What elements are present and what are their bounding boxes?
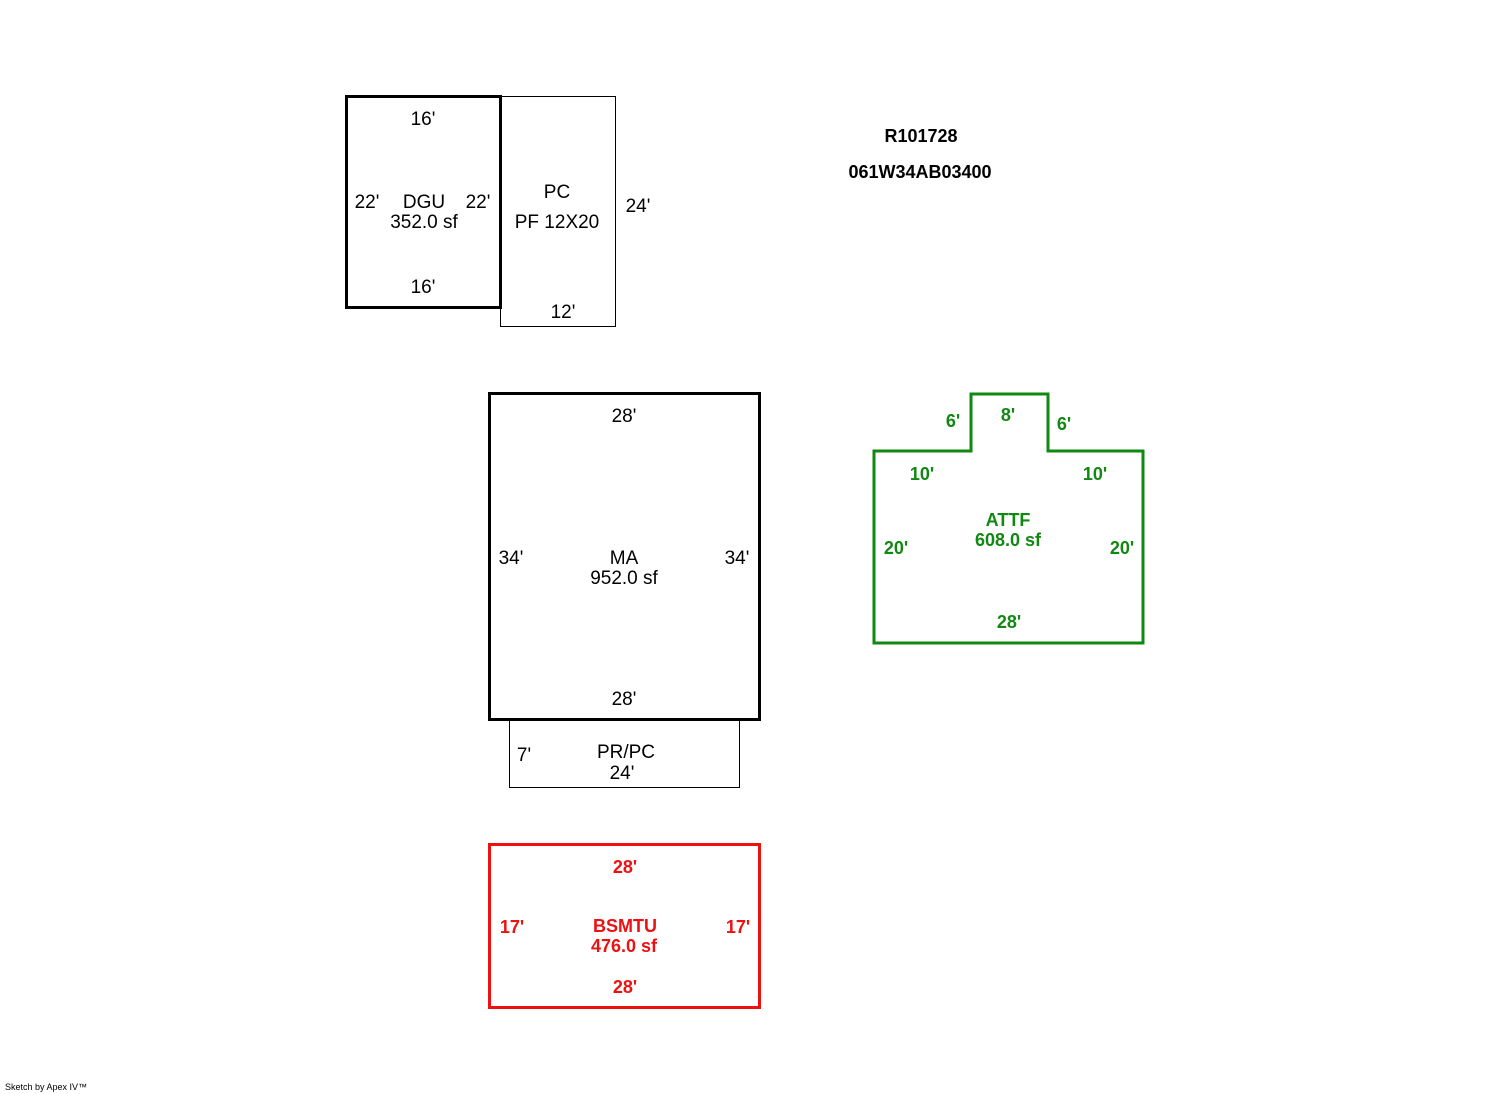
ma-top-dimension: 28' — [611, 406, 637, 427]
prpc-outline — [509, 719, 740, 788]
ma-area: 952.0 sf — [590, 568, 658, 589]
bsmtu-bottom-dimension: 28' — [612, 977, 638, 997]
parcel-id: R101728 — [884, 126, 958, 146]
ma-bottom-dimension: 28' — [611, 689, 637, 710]
ma-left-dimension: 34' — [498, 548, 524, 569]
dgu-area: 352.0 sf — [390, 212, 458, 233]
ma-code: MA — [609, 548, 639, 569]
attf-shoulder-left-dimension: 10' — [909, 464, 935, 484]
prpc-width-dimension: 24' — [609, 763, 635, 784]
attf-right-dimension: 20' — [1109, 538, 1135, 558]
dgu-bottom-dimension: 16' — [410, 277, 436, 298]
attf-area: 608.0 sf — [974, 530, 1042, 550]
pc-outline — [500, 96, 616, 327]
pc-description: PF 12X20 — [514, 212, 600, 233]
dgu-code: DGU — [402, 192, 446, 213]
bsmtu-right-dimension: 17' — [725, 917, 751, 937]
prpc-code: PR/PC — [596, 742, 656, 763]
dgu-top-dimension: 16' — [410, 109, 436, 130]
pc-bottom-dimension: 12' — [550, 302, 576, 323]
dgu-left-dimension: 22' — [354, 192, 380, 213]
attf-bottom-dimension: 28' — [996, 612, 1022, 632]
bsmtu-top-dimension: 28' — [612, 857, 638, 877]
attf-notch-top-dimension: 8' — [1000, 405, 1016, 425]
bsmtu-code: BSMTU — [593, 916, 657, 936]
prpc-depth-dimension: 7' — [516, 745, 532, 766]
attf-notch-right-dimension: 6' — [1056, 414, 1072, 434]
map-number: 061W34AB03400 — [848, 162, 992, 182]
bsmtu-left-dimension: 17' — [499, 917, 525, 937]
attf-code: ATTF — [985, 510, 1031, 530]
sketch-credit: Sketch by Apex IV™ — [5, 1082, 88, 1092]
attf-shoulder-right-dimension: 10' — [1082, 464, 1108, 484]
dgu-right-dimension: 22' — [465, 192, 491, 213]
pc-code: PC — [543, 182, 571, 203]
bsmtu-area: 476.0 sf — [590, 936, 658, 956]
bsmtu-outline — [488, 843, 761, 1009]
pc-side-dimension: 24' — [625, 196, 651, 217]
ma-right-dimension: 34' — [724, 548, 750, 569]
attf-notch-left-dimension: 6' — [945, 411, 961, 431]
attf-left-dimension: 20' — [883, 538, 909, 558]
